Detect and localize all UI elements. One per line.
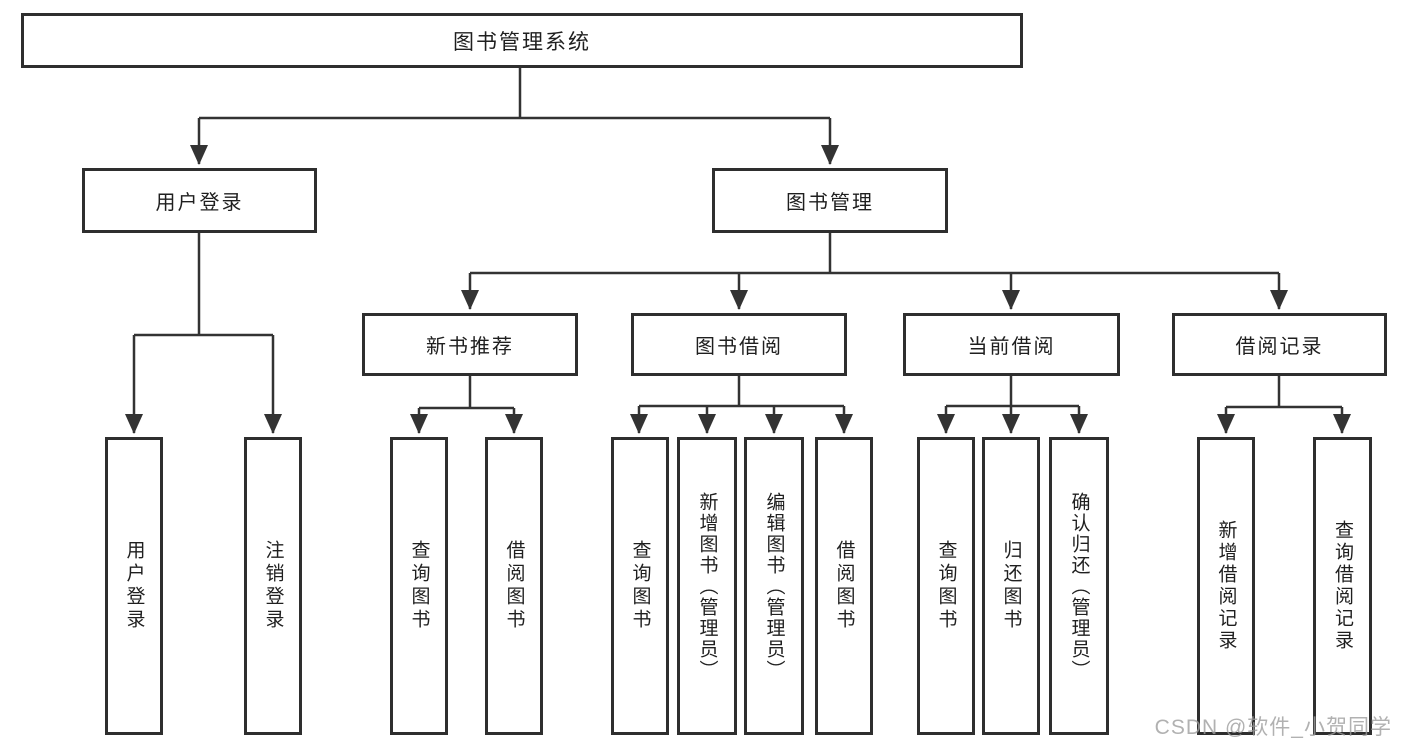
leaf-cb-query-books: 查询图书 xyxy=(917,437,975,735)
leaf-cb-return-books: 归还图书 xyxy=(982,437,1040,735)
leaf-bb-add-book-admin: 新增图书（管理员） xyxy=(677,437,737,735)
leaf-cb-confirm-return-admin: 确认归还（管理员） xyxy=(1049,437,1109,735)
leaf-user-login: 用户登录 xyxy=(105,437,163,735)
node-borrowing-records: 借阅记录 xyxy=(1172,313,1387,376)
leaf-nbr-query-books: 查询图书 xyxy=(390,437,448,735)
node-user-login: 用户登录 xyxy=(82,168,317,233)
leaf-bb-borrow-books: 借阅图书 xyxy=(815,437,873,735)
leaf-br-add-borrow-record: 新增借阅记录 xyxy=(1197,437,1255,735)
leaf-nbr-borrow-books: 借阅图书 xyxy=(485,437,543,735)
node-current-borrowing: 当前借阅 xyxy=(903,313,1120,376)
node-new-book-recommendation: 新书推荐 xyxy=(362,313,578,376)
node-book-management: 图书管理 xyxy=(712,168,948,233)
node-book-borrowing: 图书借阅 xyxy=(631,313,847,376)
leaf-bb-edit-book-admin: 编辑图书（管理员） xyxy=(744,437,804,735)
node-library-system: 图书管理系统 xyxy=(21,13,1023,68)
leaf-bb-query-books: 查询图书 xyxy=(611,437,669,735)
csdn-watermark: CSDN @软件_小贺同学 xyxy=(1154,716,1392,739)
leaf-br-query-borrow-record: 查询借阅记录 xyxy=(1313,437,1372,735)
leaf-logout-login: 注销登录 xyxy=(244,437,302,735)
